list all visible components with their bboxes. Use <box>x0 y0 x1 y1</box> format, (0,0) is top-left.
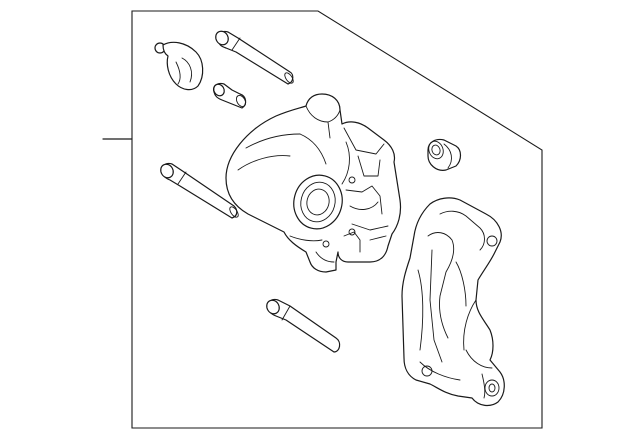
pin-boot <box>427 138 462 171</box>
guide-pin-left <box>160 162 239 219</box>
boot-cap <box>154 41 204 91</box>
guide-pin-upper-long <box>215 30 294 85</box>
bleeder-screw <box>213 82 247 109</box>
caliper-housing <box>225 93 402 273</box>
guide-pin-lower <box>266 298 341 353</box>
caliper-bracket <box>401 197 505 407</box>
